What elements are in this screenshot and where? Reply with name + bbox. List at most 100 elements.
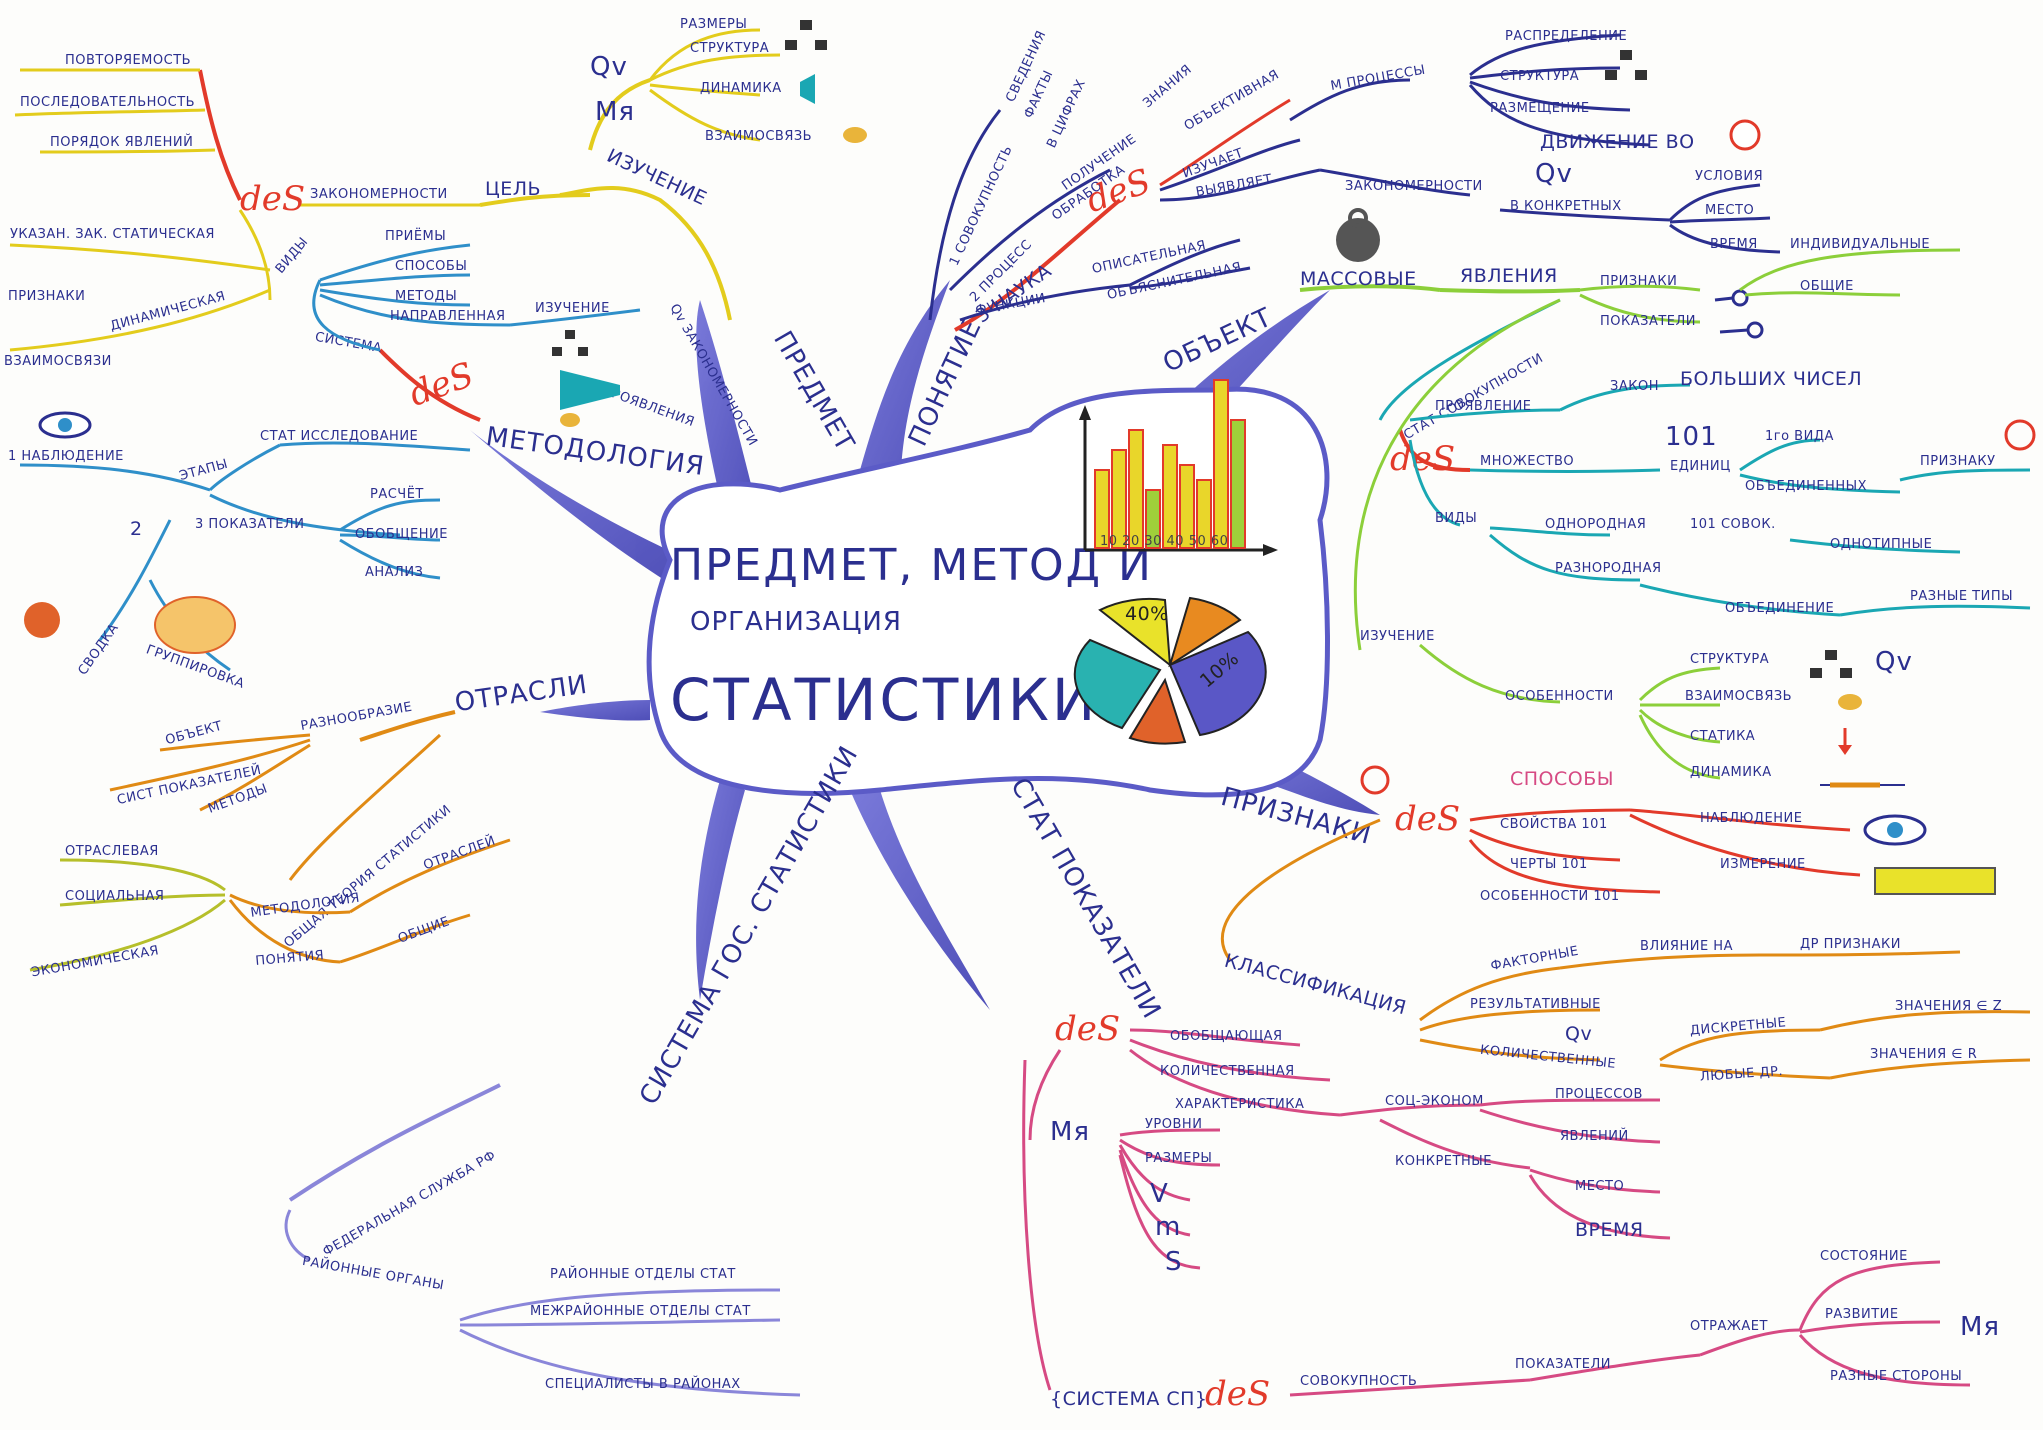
connector: [288, 1083, 501, 1202]
obekt-ed-sovok: 101 СОВОК.: [1690, 517, 1776, 532]
connector: [1819, 1010, 2031, 1032]
connector: [378, 348, 481, 422]
priznaki-svoystva: СВОЙСТВА 101: [1500, 816, 1608, 832]
predmet-posledovatelnost: ПОСЛЕДОВАТЕЛЬНОСТЬ: [20, 95, 195, 110]
connector: [948, 168, 1111, 292]
branch-sistema-gos: СИСТЕМА ГОС. СТАТИСТИКИ ФЕДЕРАЛЬНАЯ СЛУЖ…: [284, 741, 865, 1397]
connector: [59, 858, 226, 892]
chart-bar: [1094, 469, 1110, 549]
priznaki-izmerenie: ИЗМЕРЕНИЕ: [1720, 857, 1806, 872]
predmet-des: deS: [240, 179, 305, 219]
connector: [1118, 1144, 1191, 1202]
priznaki-des: deS: [1395, 799, 1460, 839]
connector: [1799, 1320, 1941, 1334]
pie-slice: [1098, 597, 1172, 668]
stat-yavleniy: ЯВЛЕНИЙ: [1560, 1128, 1629, 1144]
trunk-metod: [470, 430, 690, 590]
connector: [14, 108, 206, 117]
stat-obobshchayushchaya: ОБОБЩАЮЩАЯ: [1170, 1029, 1283, 1044]
connector: [98, 519, 172, 641]
ponyatie-mesto: МЕСТО: [1705, 203, 1754, 218]
stat-pokazateli: ПОКАЗАТЕЛИ: [1515, 1357, 1611, 1372]
connector: [339, 538, 441, 580]
flower-icon: [1729, 119, 1761, 151]
connector: [649, 83, 761, 97]
priznaki-faktornye: ФАКТОРНЫЕ: [1489, 944, 1580, 974]
predmet-vzaimosvyaz: ВЗАИМОСВЯЗЬ: [705, 129, 812, 144]
connector: [159, 733, 311, 752]
connector: [954, 198, 1122, 332]
stat-konkretnye: КОНКРЕТНЫЕ: [1395, 1154, 1492, 1169]
obekt-individualnye: ИНДИВИДУАЛЬНЫЕ: [1790, 237, 1930, 252]
connector: [1489, 526, 1611, 537]
connector: [1899, 468, 2031, 482]
stat-sistema-sp: {СИСТЕМА СП}: [1050, 1388, 1208, 1410]
connector: [39, 148, 216, 154]
connector: [1289, 1378, 1531, 1397]
chart-bar: [1196, 479, 1212, 549]
otrasli-ekonomicheskaya: ЭКОНОМИЧЕСКАЯ: [30, 943, 160, 980]
connector: [359, 710, 456, 742]
structure-icon: [785, 20, 827, 50]
obekt-izuchenie: ИЗУЧЕНИЕ: [1360, 629, 1435, 644]
chart-bar: [1213, 379, 1229, 549]
connector: [279, 441, 471, 452]
connector: [238, 209, 272, 301]
funnel-icon: [560, 370, 620, 410]
connector: [1579, 293, 1701, 324]
connector: [459, 1328, 801, 1397]
connector: [1839, 604, 2031, 617]
pie-slice: [1128, 677, 1187, 745]
connector: [9, 288, 271, 352]
connector: [1469, 828, 1621, 862]
metod-raschet: РАСЧЁТ: [370, 486, 424, 502]
trunk-predmet: [696, 300, 760, 540]
sistema-mezhrayonnye: МЕЖРАЙОННЫЕ ОТДЕЛЫ СТАТ: [530, 1303, 751, 1319]
branch-priznaki: ПРИЗНАКИ deS СПОСОБЫ СВОЙСТВА 101 ЧЕРТЫ …: [1218, 765, 2031, 1085]
connector: [1129, 1038, 1331, 1082]
connector: [1339, 1103, 1481, 1117]
connector: [1469, 80, 1631, 112]
connector: [1499, 208, 1671, 222]
obekt-raznorodnaya: РАЗНОРОДНАЯ: [1555, 561, 1662, 576]
key-icon: [1714, 289, 1749, 307]
obekt-struktura: СТРУКТУРА: [1690, 652, 1769, 667]
stat-m: m: [1155, 1212, 1181, 1242]
stat-des2: deS: [1205, 1374, 1270, 1414]
connector: [1489, 533, 1641, 582]
arrow-up-icon: [1079, 405, 1091, 420]
stat-mesto: МЕСТО: [1575, 1179, 1624, 1194]
branch-metodologiya: МЕТОДОЛОГИЯ deS СИСТЕМА ПРИЁМЫ СПОСОБЫ М…: [8, 228, 760, 692]
pie-slice: [1168, 596, 1242, 668]
ponyatie-m-processy: M ПРОЦЕССЫ: [1329, 63, 1426, 94]
chart-bar: [1128, 429, 1144, 549]
obekt-des: deS: [1390, 439, 1455, 479]
predmet-dinamika: ДИНАМИКА: [700, 81, 782, 96]
metod-pokazateli: 3 ПОКАЗАТЕЛИ: [195, 517, 304, 532]
eye-icon: [1863, 814, 1927, 846]
link-icon: [560, 413, 580, 427]
ponyatie-vremya: ВРЕМЯ: [1710, 237, 1758, 252]
connector: [1419, 966, 1561, 1022]
connector: [1739, 438, 1821, 472]
obekt-odnotipnye: ОДНОТИПНЫЕ: [1830, 537, 1932, 552]
otrasli-otraslevaya: ОТРАСЛЕВАЯ: [65, 844, 159, 859]
connector: [1798, 1260, 1941, 1331]
connector: [1479, 1108, 1661, 1144]
branch-label-predmet: ПРЕДМЕТ: [767, 326, 860, 457]
obekt-proyavlenie: ПРОЯВЛЕНИЕ: [1435, 399, 1532, 414]
ponyatie-sovokupnost: 1 СОВОКУПНОСТЬ: [947, 143, 1016, 268]
obekt-raznye-tipy: РАЗНЫЕ ТИПЫ: [1910, 589, 2013, 604]
connector: [1659, 1028, 1821, 1062]
connector: [1469, 66, 1621, 80]
predmet-staticheskaya: УКАЗАН. ЗАК. СТАТИЧЕСКАЯ: [10, 227, 215, 242]
connector: [1159, 168, 1321, 202]
connector: [1419, 1038, 1601, 1062]
stat-sostoyanie: СОСТОЯНИЕ: [1820, 1249, 1908, 1264]
trunk-sistema: [696, 780, 745, 1000]
priznaki-qv: Qv: [1565, 1023, 1592, 1045]
predmet-struktura: СТРУКТУРА: [690, 41, 769, 56]
metod-nablyudenie: 1 НАБЛЮДЕНИЕ: [8, 449, 124, 464]
connector: [1118, 1149, 1191, 1237]
